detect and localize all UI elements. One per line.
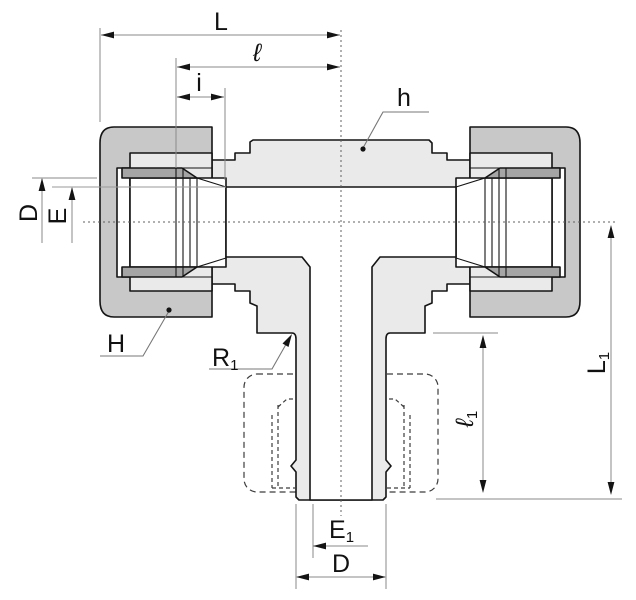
dim-label-E-side: E xyxy=(44,208,72,225)
arrow xyxy=(101,31,114,39)
dim-h: h xyxy=(360,84,429,152)
arrow xyxy=(177,93,190,101)
arrow xyxy=(313,542,326,550)
phantom-ferrule-nose xyxy=(277,398,405,408)
dim-D-bottom: D xyxy=(295,504,387,589)
dim-R1: R1 xyxy=(209,334,292,374)
arrow xyxy=(211,93,224,101)
dim-label-l1: ℓ1 xyxy=(451,411,481,428)
dim-label-L1-sub: 1 xyxy=(596,352,613,360)
dim-D-side: D xyxy=(15,177,97,243)
dim-l1: ℓ1 xyxy=(433,332,498,493)
dim-label-R1-base: R xyxy=(212,344,230,372)
dim-label-ell: ℓ xyxy=(252,39,262,67)
arrow xyxy=(479,480,487,493)
arrow xyxy=(607,482,615,495)
dim-H: H xyxy=(100,307,172,358)
dim-label-E1-base: E xyxy=(329,516,346,544)
dim-i: i xyxy=(177,69,226,180)
arrow xyxy=(327,63,340,71)
dim-label-D-side: D xyxy=(15,204,43,222)
dim-label-l1-sub: 1 xyxy=(464,411,481,419)
arrow xyxy=(327,31,340,39)
centerlines xyxy=(83,30,618,516)
arrow xyxy=(38,178,46,191)
dim-label-i: i xyxy=(196,69,202,97)
dimensions: L ℓ i h D xyxy=(15,8,622,589)
dim-label-L: L xyxy=(214,8,228,36)
dim-label-h: h xyxy=(397,84,411,112)
dim-label-H: H xyxy=(107,330,125,358)
dim-label-l1-base: ℓ xyxy=(451,418,479,428)
arrow xyxy=(373,573,386,581)
leader-dot xyxy=(166,307,172,313)
dim-label-R1-sub: 1 xyxy=(230,357,238,374)
dim-label-E1-sub: 1 xyxy=(346,529,354,546)
arrow xyxy=(296,573,309,581)
arrow xyxy=(177,63,190,71)
arrow xyxy=(607,225,615,238)
dim-label-E1: E1 xyxy=(329,516,354,546)
dim-ell: ℓ xyxy=(175,39,340,168)
dim-label-R1: R1 xyxy=(212,344,238,374)
dim-label-D-bottom: D xyxy=(332,550,350,578)
dim-E-side: E xyxy=(44,186,226,243)
arrow xyxy=(68,187,76,200)
leader-dot xyxy=(360,146,366,152)
phantom-ferrule-lines xyxy=(271,405,411,488)
main-bore xyxy=(225,186,457,501)
dim-E1: E1 xyxy=(312,504,368,558)
arrow xyxy=(479,335,487,348)
dim-L1: L1 xyxy=(436,225,622,500)
arrow xyxy=(282,334,292,347)
dim-L: L xyxy=(99,8,340,122)
dim-label-L1: L1 xyxy=(583,352,613,374)
dim-label-L1-base: L xyxy=(583,360,611,374)
